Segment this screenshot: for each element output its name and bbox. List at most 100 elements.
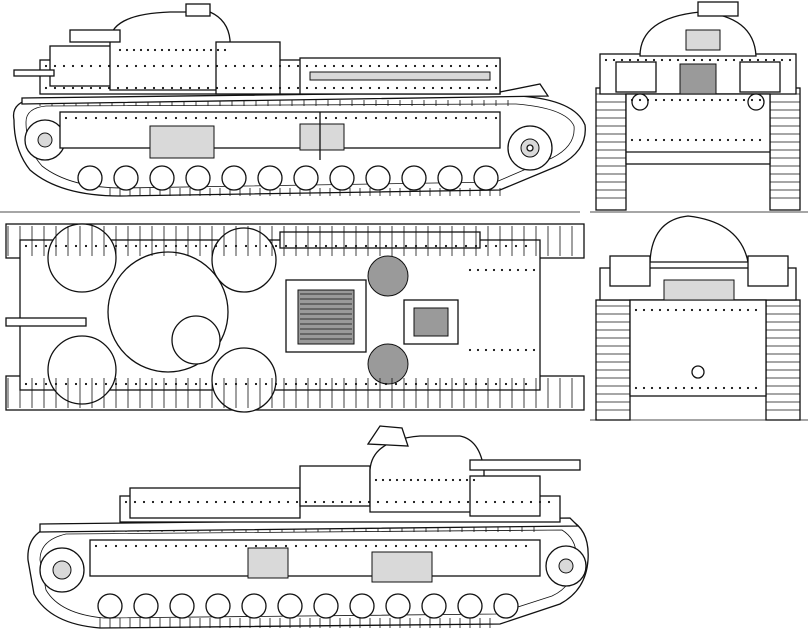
rivet (305, 64, 309, 68)
main-gun (69, 29, 121, 43)
rivet (234, 544, 238, 548)
rivet (323, 86, 327, 90)
rivet (413, 64, 417, 68)
rivet (89, 86, 93, 90)
right-track-front (769, 87, 801, 211)
rivet (241, 500, 245, 504)
rivet (662, 98, 666, 102)
rivet (254, 116, 258, 120)
cupola-top (171, 315, 221, 365)
rivet (734, 98, 738, 102)
rivet (244, 544, 248, 548)
rivet (354, 382, 358, 386)
rivet (160, 48, 164, 52)
rivet (350, 64, 354, 68)
rivet (53, 86, 57, 90)
rivet (476, 348, 480, 352)
rivet (439, 500, 443, 504)
rivet (726, 98, 730, 102)
rivet (464, 244, 468, 248)
road-wheel (149, 165, 175, 191)
rivet (416, 478, 420, 482)
rivet (694, 138, 698, 142)
rivet (269, 64, 273, 68)
rivet (654, 138, 658, 142)
rivet (381, 478, 385, 482)
rivet (394, 500, 398, 504)
rivet (313, 500, 317, 504)
rivet (504, 544, 508, 548)
road-wheel (313, 593, 339, 619)
rivet (630, 98, 634, 102)
rivet (104, 382, 108, 386)
rivet (331, 500, 335, 504)
rivet (732, 58, 736, 62)
rivet (134, 64, 138, 68)
rivet (296, 64, 300, 68)
rivet (457, 500, 461, 504)
rivet (132, 48, 136, 52)
rivet (404, 116, 408, 120)
rivet (354, 244, 358, 248)
rivet (286, 500, 290, 504)
rivet (114, 544, 118, 548)
rivet (224, 544, 228, 548)
rivet (385, 500, 389, 504)
rivet (204, 544, 208, 548)
rivet (724, 58, 728, 62)
rivet (277, 500, 281, 504)
rivet (474, 244, 478, 248)
rivet (738, 308, 742, 312)
rivet (124, 116, 128, 120)
rivet (294, 544, 298, 548)
fan-right (367, 343, 409, 385)
rivet (692, 58, 696, 62)
rivet (144, 116, 148, 120)
rivet (134, 116, 138, 120)
road-wheel (257, 165, 283, 191)
rivet (476, 86, 480, 90)
road-wheel (169, 593, 195, 619)
rear-sub-turret-left (609, 255, 651, 287)
rivet (384, 244, 388, 248)
rivet (484, 544, 488, 548)
rivet (726, 138, 730, 142)
rivet (154, 116, 158, 120)
rivet (702, 138, 706, 142)
rivet (314, 382, 318, 386)
rivet (374, 544, 378, 548)
rivet (94, 382, 98, 386)
rivet (716, 58, 720, 62)
rivet (532, 348, 536, 352)
rivet (359, 64, 363, 68)
rivet (244, 244, 248, 248)
rivet (666, 386, 670, 390)
rivet (233, 64, 237, 68)
rivet (424, 382, 428, 386)
rivet (98, 64, 102, 68)
rivet (650, 386, 654, 390)
road-wheel (293, 165, 319, 191)
rivet (682, 386, 686, 390)
rivet (402, 478, 406, 482)
rivet (754, 386, 758, 390)
rivet (367, 500, 371, 504)
rivet (74, 116, 78, 120)
rivet (750, 138, 754, 142)
rivet (154, 544, 158, 548)
rivet (764, 58, 768, 62)
rivet (662, 138, 666, 142)
rivet (24, 244, 28, 248)
rivet (179, 86, 183, 90)
rivet (264, 116, 268, 120)
rivet (232, 500, 236, 504)
machine-gun-barrel (13, 69, 55, 77)
rivet (44, 382, 48, 386)
rivet (454, 116, 458, 120)
rivet (504, 244, 508, 248)
rivet (710, 138, 714, 142)
rivet (124, 244, 128, 248)
headlamp-right (747, 93, 765, 111)
rivet (304, 382, 308, 386)
road-wheel (221, 165, 247, 191)
